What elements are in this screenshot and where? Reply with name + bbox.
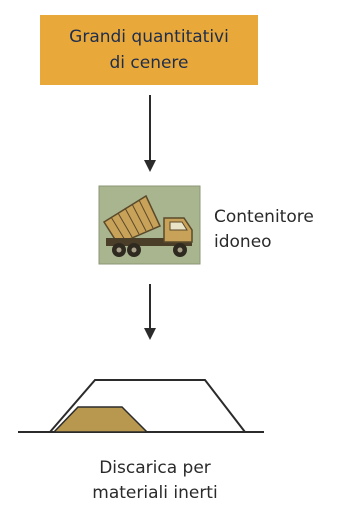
landfill-icon bbox=[18, 379, 264, 433]
container-label-line2: idoneo bbox=[214, 232, 272, 252]
destination-label-line2: materiali inerti bbox=[92, 483, 218, 503]
container-label: Contenitore idoneo bbox=[214, 205, 314, 255]
truck-icon bbox=[98, 185, 201, 265]
container-label-line1: Contenitore bbox=[214, 207, 314, 227]
destination-label-line1: Discarica per bbox=[99, 458, 211, 478]
source-label-line1: Grandi quantitativi bbox=[69, 27, 229, 47]
arrow-source-to-container bbox=[144, 95, 156, 172]
destination-label: Discarica per materiali inerti bbox=[0, 456, 310, 506]
source-label-line2: di cenere bbox=[109, 53, 189, 73]
source-label: Grandi quantitativi di cenere bbox=[69, 24, 229, 76]
arrow-container-to-destination bbox=[144, 284, 156, 340]
source-box: Grandi quantitativi di cenere bbox=[40, 15, 258, 85]
